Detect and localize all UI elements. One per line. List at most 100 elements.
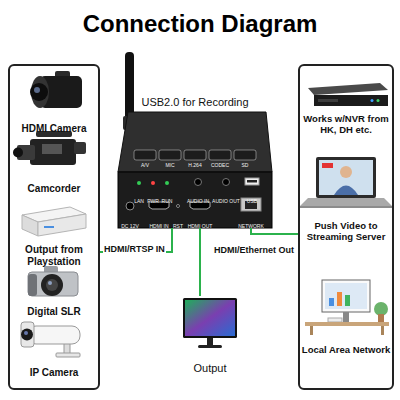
source-caption: IP Camera — [30, 367, 79, 379]
signal-label: HDMI/Ethernet Out — [213, 245, 295, 255]
ip-camera-icon — [21, 329, 33, 341]
office-desk-icon — [322, 280, 370, 312]
source-caption: HDMI Camera — [21, 123, 86, 135]
source-panel: HDMI CameraCamcorderOutput from Playstat… — [8, 64, 100, 390]
port-label: HDMI OUT — [188, 224, 213, 229]
streaming-screen-icon — [300, 157, 392, 208]
destination-caption: Push Video to Streaming Server — [301, 221, 391, 243]
encoder-device-illustration — [118, 172, 272, 228]
nvr-icon — [377, 99, 380, 102]
port-label: AUDIO OUT — [212, 199, 240, 204]
text-slot: IP Camera — [11, 362, 97, 380]
port-label: H.264 — [188, 163, 201, 168]
hdmi-camera-icon — [34, 87, 40, 93]
ip-camera-icon — [56, 353, 80, 357]
port-label: RST — [173, 224, 183, 229]
office-desk-icon — [329, 298, 334, 306]
edge-label-slot: HDMI/RTSP IN — [103, 238, 193, 256]
port-label: AUDIO IN — [187, 199, 209, 204]
streaming-screen-icon — [340, 166, 352, 178]
monitor-icon — [183, 298, 237, 338]
text-slot: Push Video to Streaming Server — [301, 221, 391, 244]
label-slot: HDMI OUT — [160, 214, 240, 232]
text-slot: Works w/NVR from HK, DH etc. — [301, 114, 391, 137]
port-label: HDMI IN — [149, 224, 168, 229]
office-desk-icon — [328, 318, 342, 322]
destination-panel: Works w/NVR from HK, DH etc. Push Video t… — [298, 64, 394, 390]
streaming-screen-icon — [334, 186, 358, 196]
streaming-screen-icon — [300, 206, 392, 208]
playstation-icon — [44, 226, 54, 228]
encoder-device-illustration — [234, 150, 256, 160]
office-desk-icon — [374, 302, 388, 316]
encoder-device-illustration — [134, 150, 156, 160]
port-label: NETWORK — [238, 224, 264, 229]
port-label: CODEC — [211, 163, 229, 168]
nvr-icon — [318, 99, 338, 102]
label-slot: H.264 — [155, 153, 235, 171]
destination-caption: Works w/NVR from HK, DH etc. — [301, 114, 391, 136]
encoder-device-illustration — [223, 179, 230, 186]
office-desk-icon — [325, 283, 367, 309]
text-slot: Digital SLR — [11, 301, 97, 319]
ip-camera-icon — [21, 322, 80, 357]
port-label: USB — [247, 199, 257, 204]
port-label: SD — [242, 163, 249, 168]
encoder-device-illustration — [151, 181, 155, 185]
monitor-icon — [198, 345, 222, 348]
office-desk-icon — [305, 322, 389, 326]
encoder-device-illustration — [118, 52, 272, 228]
encoder-device-illustration — [126, 202, 134, 210]
source-caption: Camcorder — [28, 183, 81, 195]
monitor-icon — [207, 338, 213, 345]
playstation-icon — [38, 214, 86, 236]
label-slot: HDMI IN — [119, 214, 199, 232]
nvr-icon — [314, 95, 388, 106]
signal-wire — [199, 228, 201, 296]
encoder-device-illustration — [245, 178, 259, 185]
office-desk-icon — [381, 326, 384, 335]
hdmi-camera-icon — [30, 83, 48, 101]
digital-slr-icon — [41, 274, 63, 296]
nvr-icon — [308, 83, 388, 106]
office-desk-icon — [310, 326, 313, 335]
text-slot: Local Area Network — [301, 339, 391, 357]
source-caption: Output from Playstation — [11, 244, 97, 267]
camcorder-icon — [13, 148, 23, 158]
port-label: A/V — [141, 163, 149, 168]
monitor-icon — [183, 298, 237, 348]
label-slot: CODEC — [180, 153, 260, 171]
office-desk-icon — [345, 295, 350, 306]
text-slot: Camcorder — [11, 178, 97, 196]
digital-slr-icon — [28, 274, 37, 296]
ip-camera-icon — [21, 322, 34, 347]
edge-label-slot: HDMI/Ethernet Out — [155, 239, 295, 257]
playstation-icon — [22, 207, 86, 236]
streaming-screen-icon — [322, 163, 333, 168]
label-slot: DC 12V — [90, 214, 170, 232]
nvr-icon — [371, 99, 374, 102]
ip-camera-icon — [28, 326, 80, 344]
playstation-icon — [22, 215, 38, 236]
digital-slr-icon — [48, 281, 52, 285]
port-label: LAN — [134, 199, 144, 204]
label-slot: MIC — [130, 153, 210, 171]
streaming-screen-icon — [316, 157, 376, 198]
source-caption: Digital SLR — [27, 306, 80, 318]
signal-label: HDMI/RTSP IN — [103, 244, 166, 254]
port-label: MIC — [165, 163, 174, 168]
camcorder-icon — [13, 131, 86, 165]
label-slot: A/V — [105, 153, 185, 171]
port-label: DC 12V — [121, 224, 139, 229]
encoder-device-illustration — [241, 198, 261, 211]
encoder-device-illustration — [159, 150, 181, 160]
label-slot: AUDIO OUT — [186, 189, 266, 207]
text-slot: USB2.0 for Recording — [113, 92, 277, 110]
output-monitor: Output — [178, 296, 242, 379]
camcorder-icon — [42, 144, 62, 154]
port-label: RUN — [162, 199, 173, 204]
label-slot: SD — [205, 153, 285, 171]
streaming-screen-icon — [319, 160, 373, 195]
destination-caption: Local Area Network — [302, 345, 390, 356]
